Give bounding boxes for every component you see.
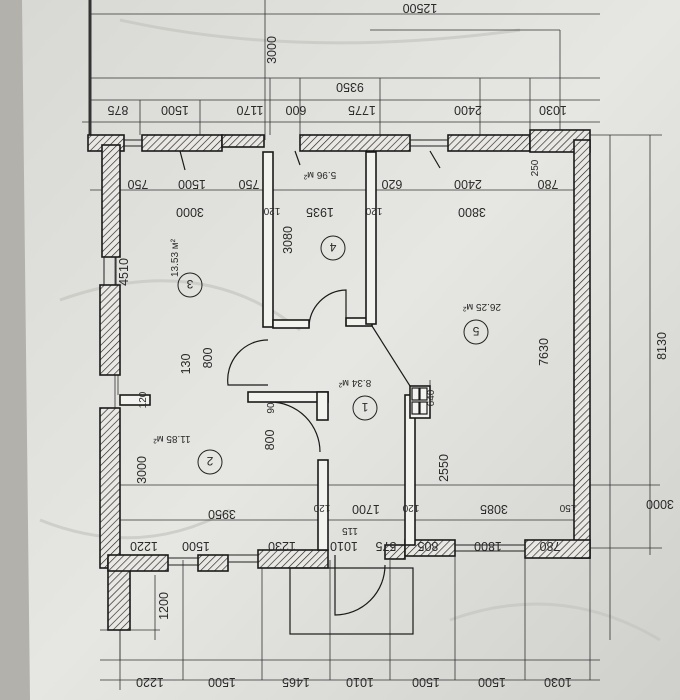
room-labels: 3 13.53 м² 4 5.96 м² 5 26.25 м² 1 8.34 м… bbox=[153, 169, 501, 468]
dim-bottom-seg-6: 1500 bbox=[478, 675, 506, 689]
room-5-area: 26.25 м² bbox=[462, 301, 501, 312]
dim-right-overall: 8130 bbox=[655, 332, 669, 360]
dim-inner-9: 780 bbox=[538, 177, 559, 191]
dim-bottom-mid-3: 120 bbox=[402, 502, 419, 513]
room-3-number: 3 bbox=[186, 277, 193, 291]
dim-inner-8: 2400 bbox=[454, 177, 482, 191]
room-5-number: 5 bbox=[472, 324, 479, 338]
dim-bottom-seg-1: 1220 bbox=[136, 675, 164, 689]
dim-inner-7: 620 bbox=[382, 177, 403, 191]
dim-bottom-seg-5: 1500 bbox=[412, 675, 440, 689]
dim-bottom-mid-5: 150 bbox=[559, 502, 576, 513]
dim-inner-250: 250 bbox=[530, 159, 541, 176]
dim-room2-height: 3000 bbox=[135, 456, 149, 484]
room-3-area: 13.53 м² bbox=[170, 238, 181, 277]
room-4-number: 4 bbox=[329, 240, 336, 254]
dim-step-115: 115 bbox=[342, 525, 358, 536]
dim-bottom-seg-2: 1500 bbox=[208, 675, 236, 689]
room-4-area: 5.96 м² bbox=[303, 169, 336, 180]
dim-door-90: 90 bbox=[266, 402, 277, 414]
dim-top-seg-5: 1775 bbox=[348, 103, 376, 117]
dim-porch-1200: 1200 bbox=[157, 592, 171, 620]
dim-left-height: 4510 bbox=[117, 258, 131, 286]
dim-top-left-vertical: 3000 bbox=[265, 36, 279, 64]
dim-bottom-seg-3: 1465 bbox=[282, 675, 310, 689]
dim-inner-3: 750 bbox=[239, 177, 260, 191]
dim-bottom-inner-3: 1230 bbox=[268, 539, 296, 553]
dim-bottom-inner-4: 1010 bbox=[330, 539, 358, 553]
dim-top-span: 9350 bbox=[336, 80, 364, 94]
dim-wall-120: 120 bbox=[138, 391, 149, 408]
dim-room2-width: 3950 bbox=[208, 507, 236, 521]
exterior-walls bbox=[87, 129, 591, 631]
dimension-labels: 12500 3000 9350 875 1500 1170 600 1775 2… bbox=[108, 1, 674, 689]
interior-walls bbox=[119, 151, 431, 551]
dim-bottom-mid-1: 120 bbox=[313, 502, 330, 513]
paper-sheet bbox=[22, 0, 680, 700]
room-2-marker bbox=[197, 449, 223, 475]
dim-door-800b: 800 bbox=[263, 430, 277, 451]
room-1-area: 8.34 м² bbox=[338, 377, 371, 388]
windows bbox=[103, 139, 525, 566]
room-4-marker bbox=[320, 235, 346, 261]
dim-inner-5: 1935 bbox=[306, 205, 334, 219]
dim-top-seg-2: 1500 bbox=[161, 103, 189, 117]
dim-bottom-seg-7: 1030 bbox=[544, 675, 572, 689]
dim-bottom-mid-4: 3085 bbox=[480, 502, 508, 516]
dim-bottom-mid-2: 1700 bbox=[352, 502, 380, 516]
dim-top-seg-6: 2400 bbox=[454, 103, 482, 117]
dim-bottom-inner-6: 805 bbox=[418, 539, 439, 553]
dim-inner-2: 1500 bbox=[178, 177, 206, 191]
dim-room5-height: 7630 bbox=[537, 338, 551, 366]
dim-bottom-inner-5: 575 bbox=[376, 539, 397, 553]
dim-top-overall: 12500 bbox=[403, 1, 438, 15]
dim-top-seg-3: 1170 bbox=[237, 103, 264, 117]
dim-top-seg-7: 1030 bbox=[539, 103, 567, 117]
door-swings bbox=[179, 150, 441, 635]
dim-room4-height: 3080 bbox=[281, 226, 295, 254]
dim-right-3000: 3000 bbox=[646, 497, 674, 511]
dim-door-130: 130 bbox=[179, 354, 193, 375]
dim-bottom-inner-7: 1800 bbox=[474, 539, 502, 553]
room-1-marker bbox=[352, 395, 378, 421]
dim-bottom-inner-1: 1220 bbox=[130, 539, 158, 553]
dim-bottom-inner-2: 1500 bbox=[182, 539, 210, 553]
dim-inner-1: 750 bbox=[128, 177, 149, 191]
room-5-marker bbox=[463, 319, 489, 345]
dim-door-800a: 800 bbox=[201, 348, 215, 369]
paper-wrinkles bbox=[39, 18, 661, 642]
dim-top-seg-4: 600 bbox=[286, 103, 307, 117]
dim-bottom-seg-4: 1010 bbox=[346, 675, 374, 689]
dim-small-640: 640 bbox=[426, 389, 437, 406]
dim-top-seg-1: 875 bbox=[108, 103, 129, 117]
dim-bottom-inner-8: 780 bbox=[540, 539, 561, 553]
dim-inner-6: 120 bbox=[365, 205, 382, 216]
room-2-number: 2 bbox=[206, 454, 213, 468]
room-2-area: 11.85 м² bbox=[153, 433, 191, 444]
room-1-number: 1 bbox=[361, 400, 368, 414]
dim-height-2550: 2550 bbox=[437, 454, 451, 482]
room-markers bbox=[177, 235, 489, 475]
dim-room5-width: 3800 bbox=[458, 205, 486, 219]
room-3-marker bbox=[177, 272, 203, 298]
dim-room3-width: 3000 bbox=[176, 205, 204, 219]
dim-inner-4: 120 bbox=[263, 205, 280, 216]
